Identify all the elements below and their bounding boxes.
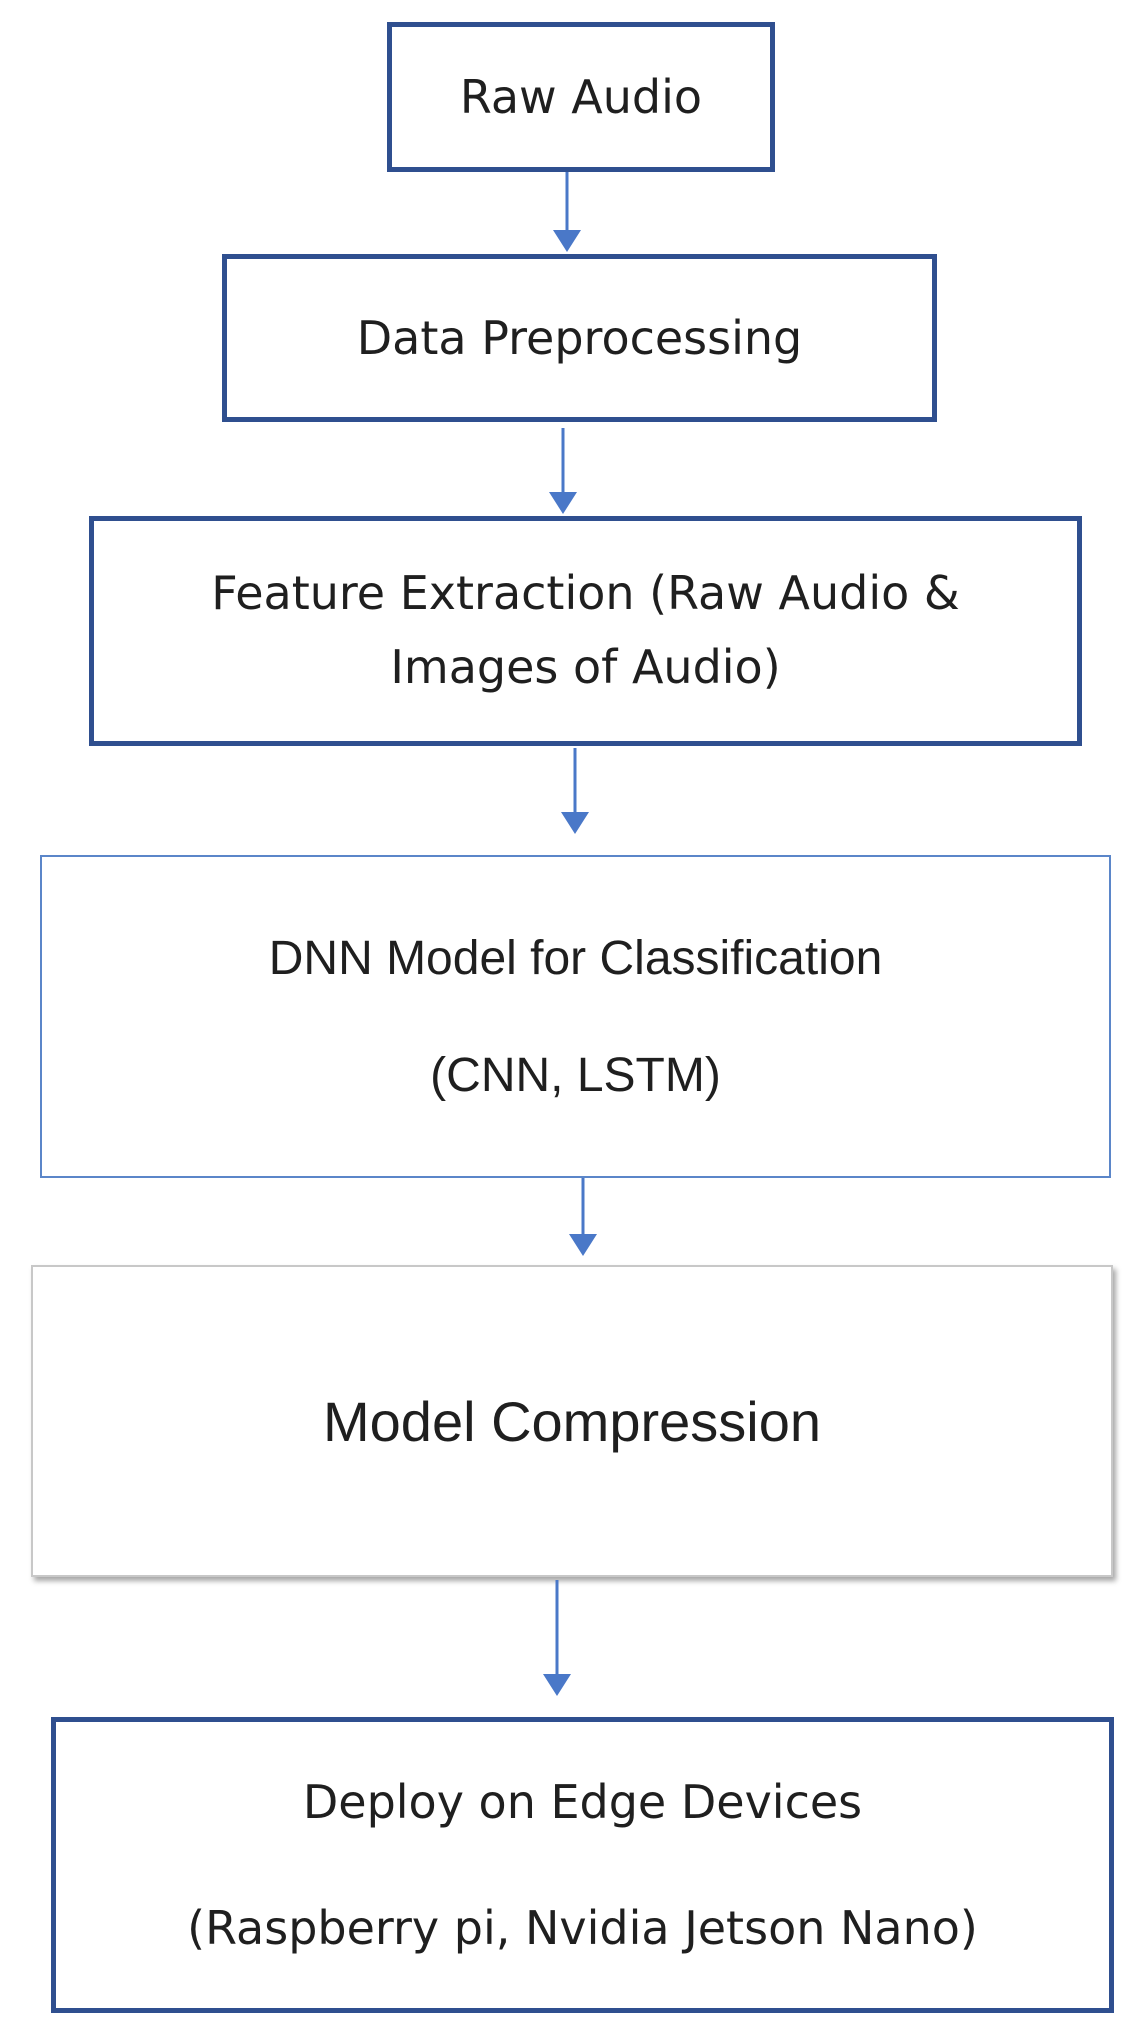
arrow-feature-extraction-to-dnn — [561, 748, 589, 834]
arrow-preprocessing-to-feature-extraction — [549, 428, 577, 514]
node-deploy-edge: Deploy on Edge Devices (Raspberry pi, Nv… — [51, 1717, 1114, 2013]
node-label: Data Preprocessing — [356, 311, 803, 365]
node-model-compression: Model Compression — [31, 1265, 1113, 1577]
node-label: Raw Audio — [459, 70, 703, 124]
node-label-line-2: Images of Audio) — [390, 640, 781, 694]
node-label-line-1: Feature Extraction (Raw Audio & — [211, 566, 960, 621]
node-label-line-2: (Raspberry pi, Nvidia Jetson Nano) — [187, 1901, 978, 1955]
node-label-line-1: Deploy on Edge Devices — [302, 1775, 863, 1829]
node-label-line-1: DNN Model for Classification — [268, 931, 883, 985]
arrow-compression-to-deploy — [543, 1580, 571, 1696]
node-dnn-model: DNN Model for Classification (CNN, LSTM) — [40, 855, 1111, 1178]
node-raw-audio: Raw Audio — [387, 22, 775, 172]
arrow-raw-audio-to-preprocessing — [553, 172, 581, 252]
node-label: Model Compression — [323, 1389, 821, 1453]
node-data-preprocessing: Data Preprocessing — [222, 254, 937, 422]
arrow-dnn-to-compression — [569, 1178, 597, 1256]
node-label-line-2: (CNN, LSTM) — [430, 1048, 721, 1102]
node-feature-extraction: Feature Extraction (Raw Audio & Images o… — [89, 516, 1082, 746]
